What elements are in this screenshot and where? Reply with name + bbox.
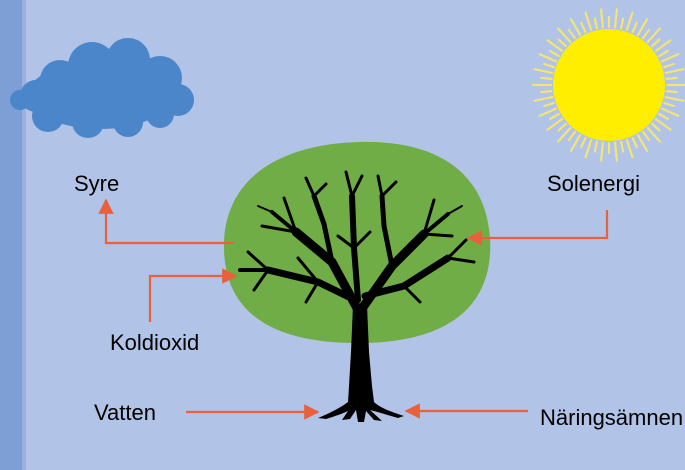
tree-crown — [223, 141, 491, 344]
sun-ray — [580, 136, 587, 149]
sun-ray — [631, 136, 638, 149]
sun-ray — [538, 52, 558, 63]
sun-ray — [665, 89, 678, 94]
sun-ray — [569, 134, 582, 152]
nutrients-label-line-1: Näringsämnen — [540, 405, 684, 430]
sun-ray — [660, 107, 680, 118]
sun-ray — [567, 28, 577, 40]
sun-ray — [533, 68, 554, 75]
sun-ray — [548, 49, 560, 58]
side-strip — [0, 0, 22, 470]
sun-ray — [533, 95, 554, 102]
water-label: Vatten — [94, 400, 156, 425]
oxygen-label: Syre — [74, 171, 120, 196]
cloud-icon — [10, 38, 194, 138]
sun-ray — [543, 101, 555, 108]
nutrients-label: Näringsämnen — [540, 405, 683, 431]
sun-ray — [557, 38, 568, 48]
sun-ray — [619, 140, 625, 153]
sun-ray — [663, 62, 675, 69]
sun-ray — [580, 21, 587, 34]
sun-ray — [636, 134, 649, 152]
sun-ray — [613, 8, 619, 29]
sun-ray — [664, 95, 685, 102]
sun-ray — [540, 76, 553, 81]
sun-ray — [548, 112, 560, 121]
sun-ray — [556, 127, 572, 143]
sun-ray — [646, 127, 662, 143]
sun-ray — [641, 28, 651, 40]
sun-ray — [557, 122, 568, 132]
sun-ray — [540, 89, 553, 94]
carbon-dioxide-arrow — [148, 268, 238, 322]
sun-ray — [636, 18, 649, 36]
sun-ray — [654, 39, 672, 53]
sun-ray — [660, 52, 680, 63]
sun-ray — [613, 141, 619, 162]
carbon-dioxide-label: Koldioxid — [110, 330, 200, 355]
sun-ray — [619, 17, 625, 30]
sun-ray — [625, 139, 634, 159]
sun-icon — [531, 8, 685, 162]
solar-energy-label: Solenergi — [547, 171, 640, 196]
sun-ray — [593, 17, 599, 30]
sun-ray — [567, 130, 577, 142]
sun-ray — [599, 8, 605, 29]
sun-ray — [663, 101, 675, 108]
sun-ray — [556, 27, 572, 44]
tree-icon — [238, 170, 476, 422]
tree-trunk — [318, 305, 404, 422]
sun-ray — [650, 38, 661, 48]
sun-ray — [625, 11, 634, 31]
sun-ray — [631, 21, 638, 34]
sun-ray — [569, 18, 582, 36]
side-strip-shadow — [22, 0, 26, 470]
sun-ray — [664, 68, 685, 75]
sun-ray — [599, 141, 605, 162]
arrows — [98, 198, 609, 420]
sun-ray — [584, 11, 593, 31]
sun-ray — [665, 76, 678, 81]
sun-ray — [646, 27, 662, 44]
sun-ray — [584, 139, 593, 159]
sun-ray — [538, 107, 558, 118]
solar-energy-arrow — [466, 210, 609, 246]
sun-ray — [641, 130, 651, 142]
sun-ray — [543, 62, 555, 69]
sun-ray — [593, 140, 599, 153]
sun-ray — [658, 49, 670, 58]
sun-ray — [658, 112, 670, 121]
sun-ray — [650, 122, 661, 132]
sun-ray — [654, 117, 672, 131]
sun-ray — [546, 117, 564, 131]
sun-ray — [546, 39, 564, 53]
tree-branches — [238, 170, 476, 315]
oxygen-arrow — [98, 198, 234, 245]
